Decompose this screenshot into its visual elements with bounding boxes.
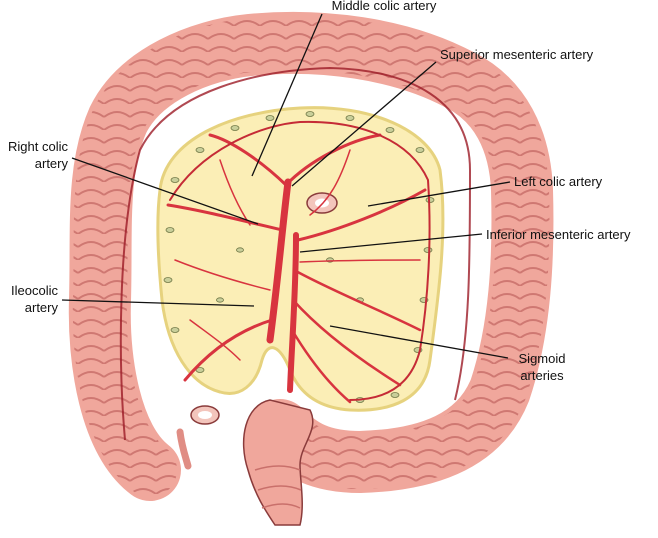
label-ileocolic-artery: Ileocolic artery [11, 283, 58, 315]
ileum-stump [190, 405, 220, 425]
leader-middle-colic [251, 13, 323, 177]
appendix [176, 428, 192, 470]
colon-taenia [119, 66, 472, 441]
left-colic-artery-vessel [296, 188, 427, 242]
inferior-mesenteric-artery-vessel [287, 232, 299, 393]
sigmoid-artery-vessel-3 [290, 328, 352, 404]
label-middle-colic-artery: Middle colic artery [331, 0, 437, 13]
label-right-colic-artery: Right colic artery [8, 139, 68, 171]
leader-ileocolic [61, 299, 255, 307]
marginal-arcade [169, 120, 431, 401]
sigmoid-artery-vessel-2 [291, 298, 402, 387]
sigmoid-artery-vessel-1 [292, 268, 422, 332]
leader-right-colic [71, 157, 259, 225]
label-superior-mesenteric-artery: Superior mesenteric artery [440, 47, 594, 62]
label-sigmoid-arteries: Sigmoid arteries [518, 351, 566, 383]
leader-left-colic [367, 181, 511, 207]
leader-inferior-mesenteric [299, 233, 483, 253]
label-left-colic-artery: Left colic artery [514, 174, 603, 189]
colon-frame-shadow [72, 15, 550, 497]
rectum-folds [254, 465, 302, 509]
ileocolic-artery-vessel [183, 318, 274, 382]
leader-lines [61, 13, 511, 359]
leader-sigmoid [329, 325, 509, 359]
arteries [166, 120, 431, 404]
label-inferior-mesenteric-artery: Inferior mesenteric artery [486, 227, 631, 242]
right-colic-artery-vessel [166, 203, 284, 232]
rectum [242, 399, 314, 526]
leader-superior-mesenteric [291, 61, 437, 187]
